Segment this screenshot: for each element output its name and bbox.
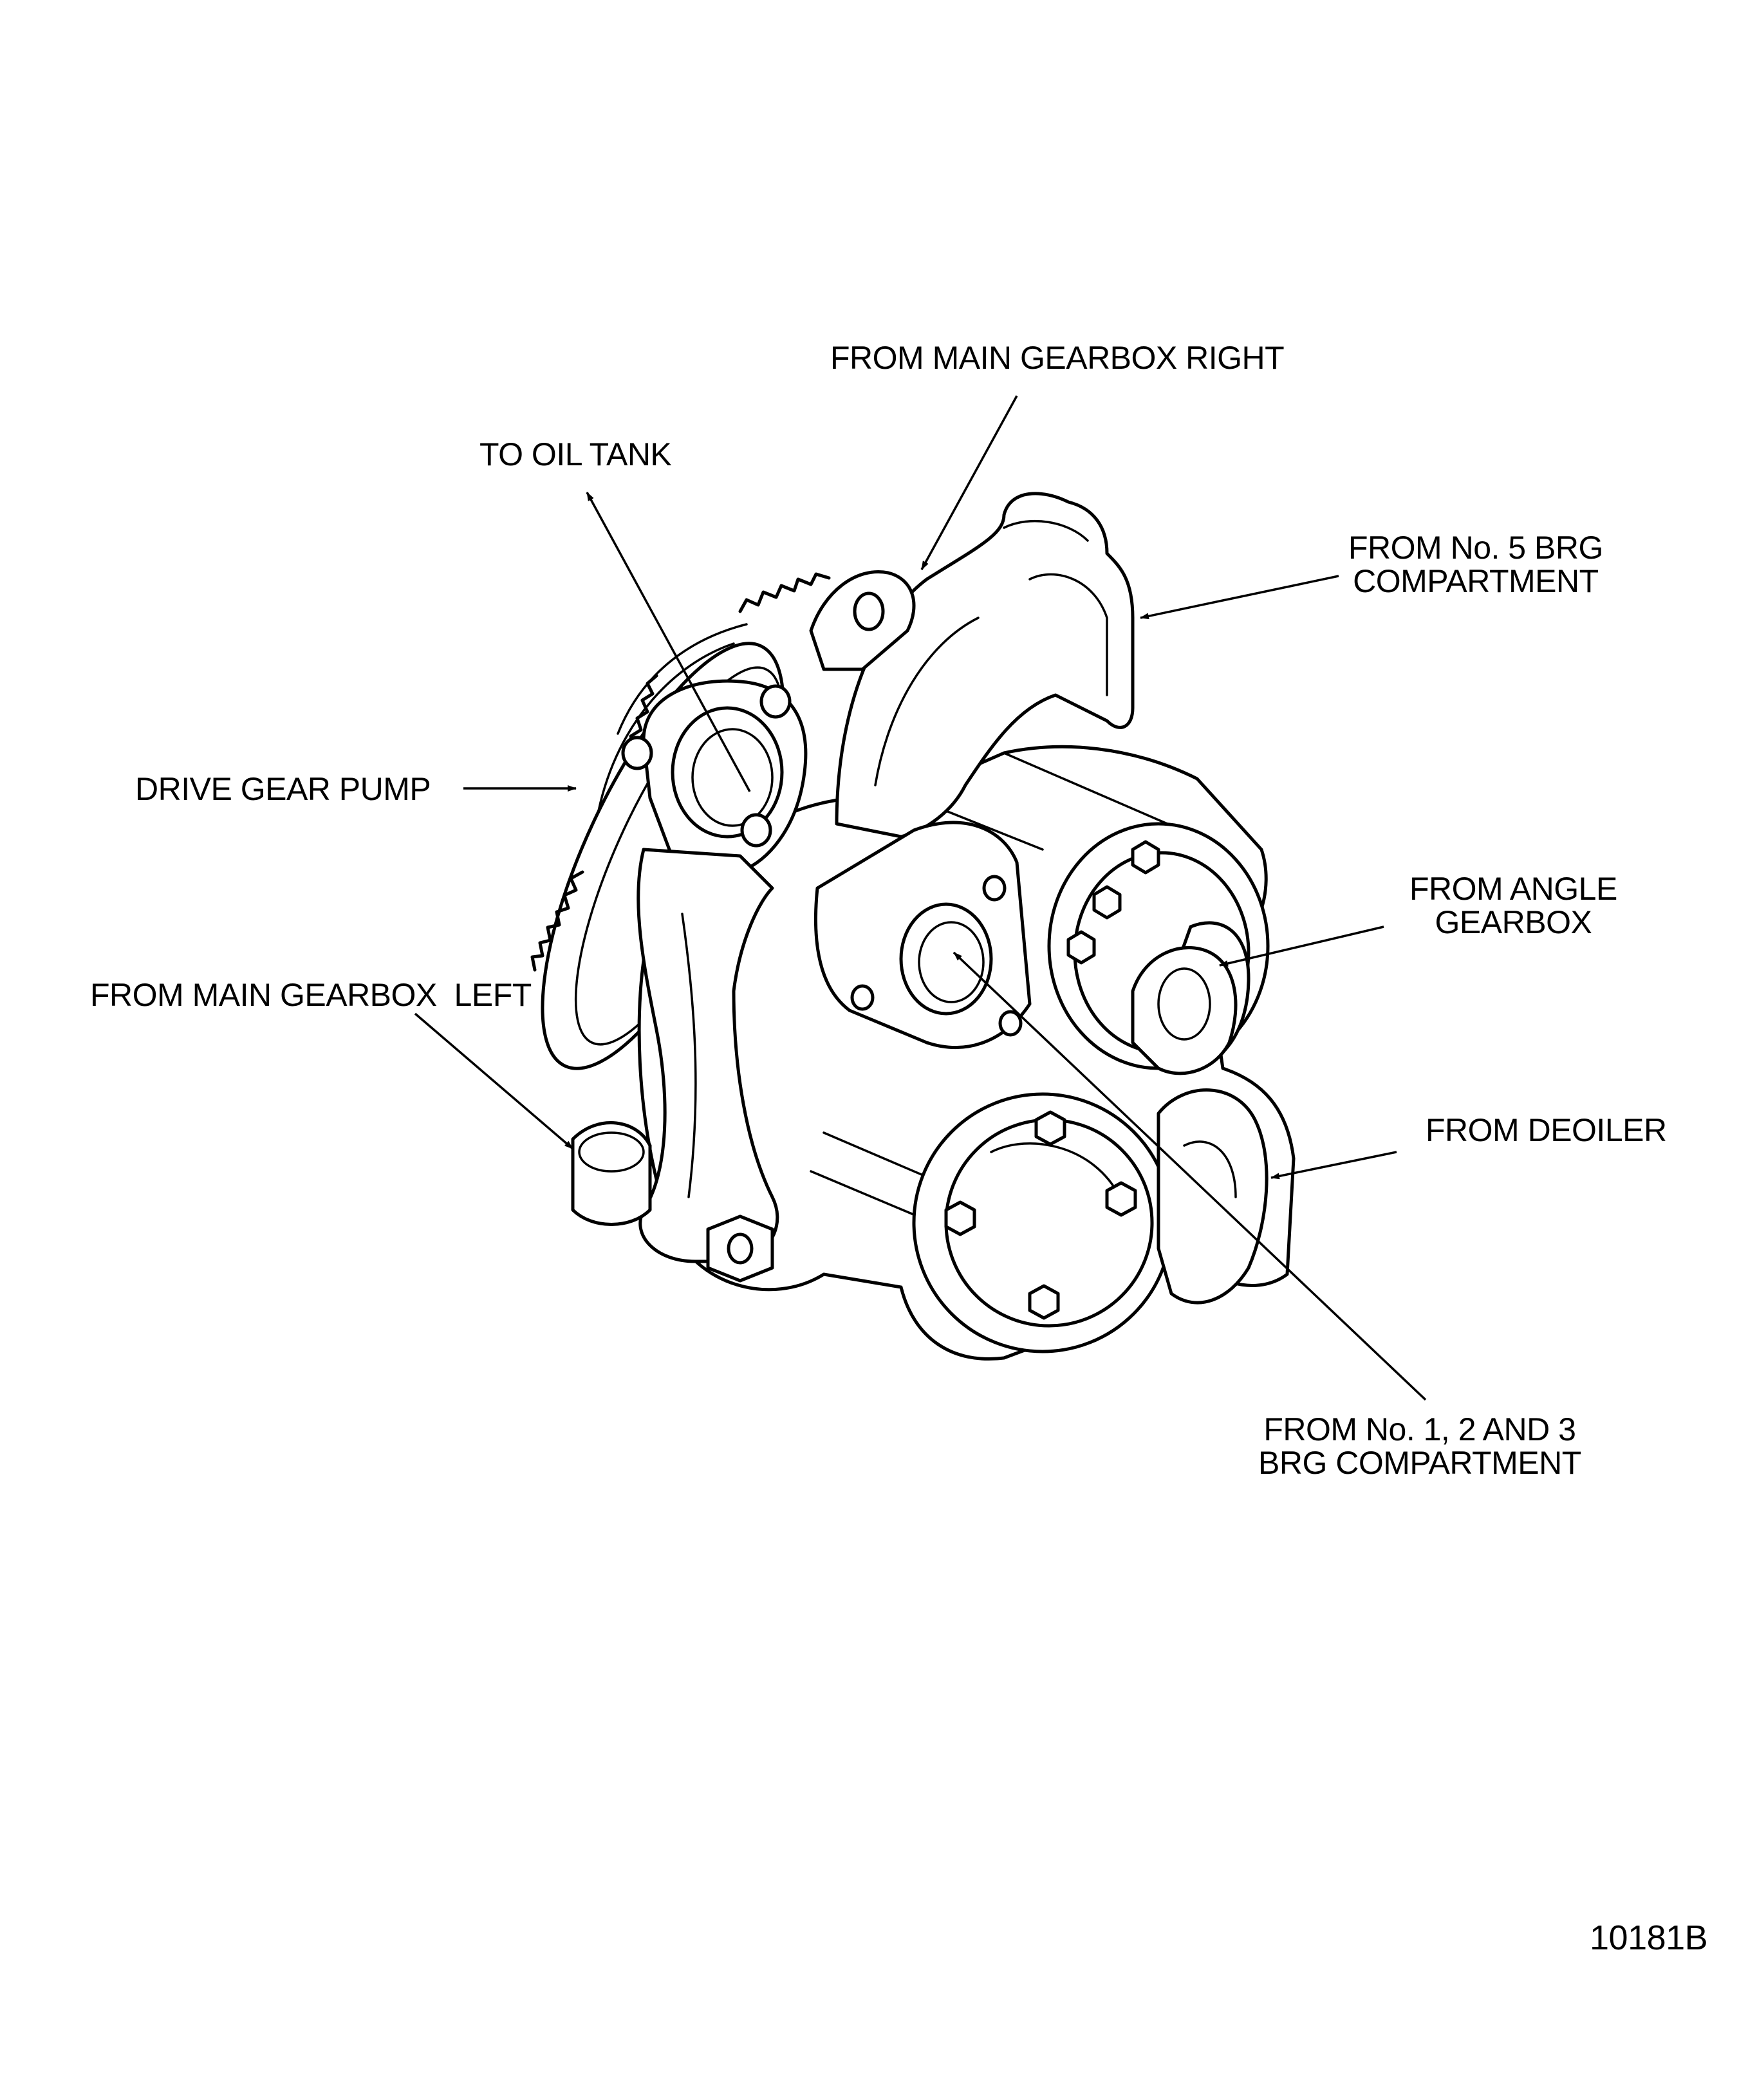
label-from-angle-gearbox: FROM ANGLE GEARBOX xyxy=(1409,871,1617,940)
leader-deoiler xyxy=(1270,1151,1397,1180)
pump-illustration xyxy=(530,492,1296,1361)
leader-no123-brg xyxy=(953,951,1427,1401)
label-drive-gear-pump: DRIVE GEAR PUMP xyxy=(135,771,431,807)
label-to-oil-tank: TO OIL TANK xyxy=(479,436,672,472)
leader-main-gearbox-left xyxy=(414,1012,574,1150)
leader-no5-brg xyxy=(1140,575,1339,620)
label-from-main-gearbox-left: FROM MAIN GEARBOX LEFT xyxy=(90,977,532,1013)
inlet-ring-lower xyxy=(912,1088,1269,1353)
left-arm-duct xyxy=(571,848,779,1283)
leader-lines xyxy=(414,395,1427,1401)
upper-elbow-duct xyxy=(835,492,1135,839)
label-from-no5-brg: FROM No. 5 BRG COMPARTMENT xyxy=(1348,530,1603,599)
leader-main-gearbox-right xyxy=(920,395,1018,570)
mounting-ear-top xyxy=(809,570,916,671)
outlet-port xyxy=(621,679,808,904)
label-from-deoiler: FROM DEOILER xyxy=(1426,1112,1667,1148)
angle-gearbox-port xyxy=(1131,946,1238,1075)
leader-oil-tank xyxy=(586,492,751,792)
label-from-main-gearbox-right: FROM MAIN GEARBOX RIGHT xyxy=(830,340,1285,376)
leader-angle-gearbox xyxy=(1219,925,1384,967)
label-from-no123-brg: FROM No. 1, 2 AND 3 BRG COMPARTMENT xyxy=(1258,1411,1581,1481)
figure-id: 10181B xyxy=(1590,1919,1708,1957)
front-flange xyxy=(814,821,1032,1049)
